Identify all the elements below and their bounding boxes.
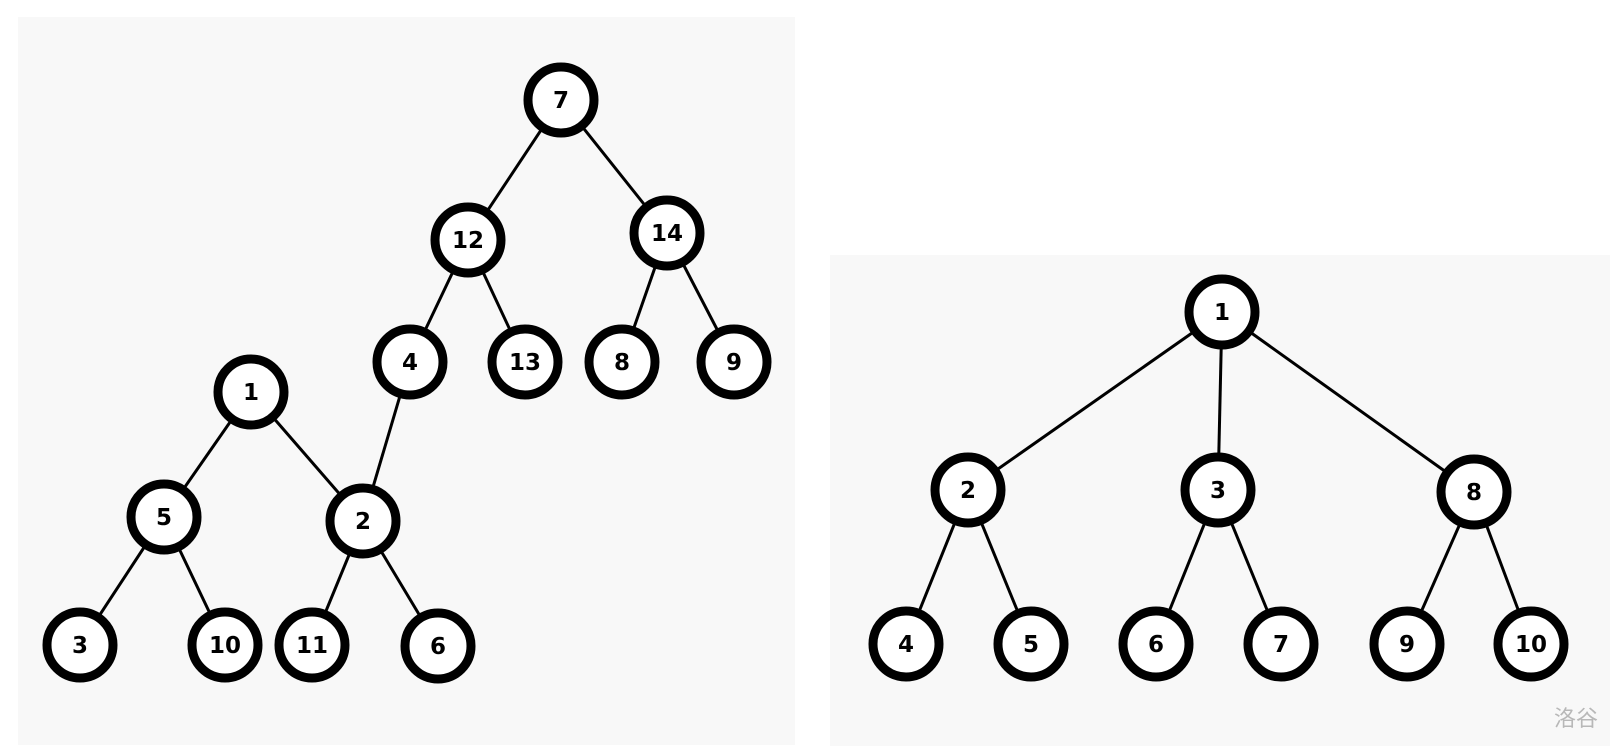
tree-a: 7 12 14 4 13 8 9 1 5 2 3 10 11 6 xyxy=(42,62,772,684)
node-circle xyxy=(868,606,944,682)
node-label: 5 xyxy=(1023,632,1039,658)
node-circle xyxy=(629,195,705,271)
tree-edge xyxy=(1221,310,1475,494)
node-label: 8 xyxy=(1466,480,1482,506)
tree-edge xyxy=(967,310,1223,492)
node-label: 11 xyxy=(296,633,328,659)
node-label: 12 xyxy=(452,228,484,254)
node-circle xyxy=(274,607,350,683)
node-circle xyxy=(930,452,1006,528)
tree-node: 3 xyxy=(1180,452,1256,528)
tree-node: 5 xyxy=(993,606,1069,682)
node-circle xyxy=(487,324,563,400)
node-circle xyxy=(993,606,1069,682)
node-label: 6 xyxy=(430,634,446,660)
tree-node: 2 xyxy=(930,452,1006,528)
node-circle xyxy=(187,607,263,683)
node-circle xyxy=(523,62,599,138)
node-label: 2 xyxy=(355,509,371,535)
node-circle xyxy=(1493,606,1569,682)
node-circle xyxy=(1184,274,1260,350)
node-label: 14 xyxy=(651,221,683,247)
node-label: 6 xyxy=(1148,632,1164,658)
tree-node: 3 xyxy=(42,607,118,683)
tree-node: 6 xyxy=(1118,606,1194,682)
tree-node: 9 xyxy=(696,324,772,400)
node-label: 1 xyxy=(243,380,259,406)
tree-node: 1 xyxy=(1184,274,1260,350)
node-label: 4 xyxy=(898,632,914,658)
node-circle xyxy=(1243,606,1319,682)
tree-node: 4 xyxy=(868,606,944,682)
tree-node: 13 xyxy=(487,324,563,400)
watermark-logo: 洛谷 xyxy=(1553,707,1598,732)
tree-node: 14 xyxy=(629,195,705,271)
node-label: 7 xyxy=(1273,632,1289,658)
tree-node: 2 xyxy=(325,483,401,559)
node-circle xyxy=(400,608,476,684)
node-circle xyxy=(325,483,401,559)
tree-node: 8 xyxy=(584,324,660,400)
tree-node: 12 xyxy=(430,202,506,278)
tree-node: 1 xyxy=(213,354,289,430)
node-label: 3 xyxy=(1210,478,1226,504)
node-label: 4 xyxy=(402,350,418,376)
node-label: 5 xyxy=(156,505,172,531)
node-label: 2 xyxy=(960,478,976,504)
node-label: 13 xyxy=(509,350,541,376)
tree-b: 1 2 3 8 4 5 6 7 9 10 xyxy=(868,274,1569,682)
node-circle xyxy=(696,324,772,400)
tree-node: 8 xyxy=(1436,454,1512,530)
node-label: 7 xyxy=(553,88,569,114)
node-circle xyxy=(42,607,118,683)
node-label: 3 xyxy=(72,633,88,659)
node-circle xyxy=(430,202,506,278)
tree-node: 7 xyxy=(1243,606,1319,682)
node-circle xyxy=(372,324,448,400)
node-circle xyxy=(126,479,202,555)
tree-node: 4 xyxy=(372,324,448,400)
tree-node: 10 xyxy=(1493,606,1569,682)
node-label: 10 xyxy=(209,633,241,659)
node-circle xyxy=(1118,606,1194,682)
tree-node: 9 xyxy=(1369,606,1445,682)
node-label: 10 xyxy=(1515,632,1547,658)
node-label: 8 xyxy=(614,350,630,376)
tree-node: 11 xyxy=(274,607,350,683)
node-circle xyxy=(1369,606,1445,682)
node-circle xyxy=(1180,452,1256,528)
node-label: 9 xyxy=(1399,632,1415,658)
node-circle xyxy=(213,354,289,430)
node-circle xyxy=(1436,454,1512,530)
node-label: 1 xyxy=(1214,300,1230,326)
tree-node: 10 xyxy=(187,607,263,683)
tree-node: 7 xyxy=(523,62,599,138)
tree-node: 5 xyxy=(126,479,202,555)
node-label: 9 xyxy=(726,350,742,376)
node-circle xyxy=(584,324,660,400)
tree-node: 6 xyxy=(400,608,476,684)
